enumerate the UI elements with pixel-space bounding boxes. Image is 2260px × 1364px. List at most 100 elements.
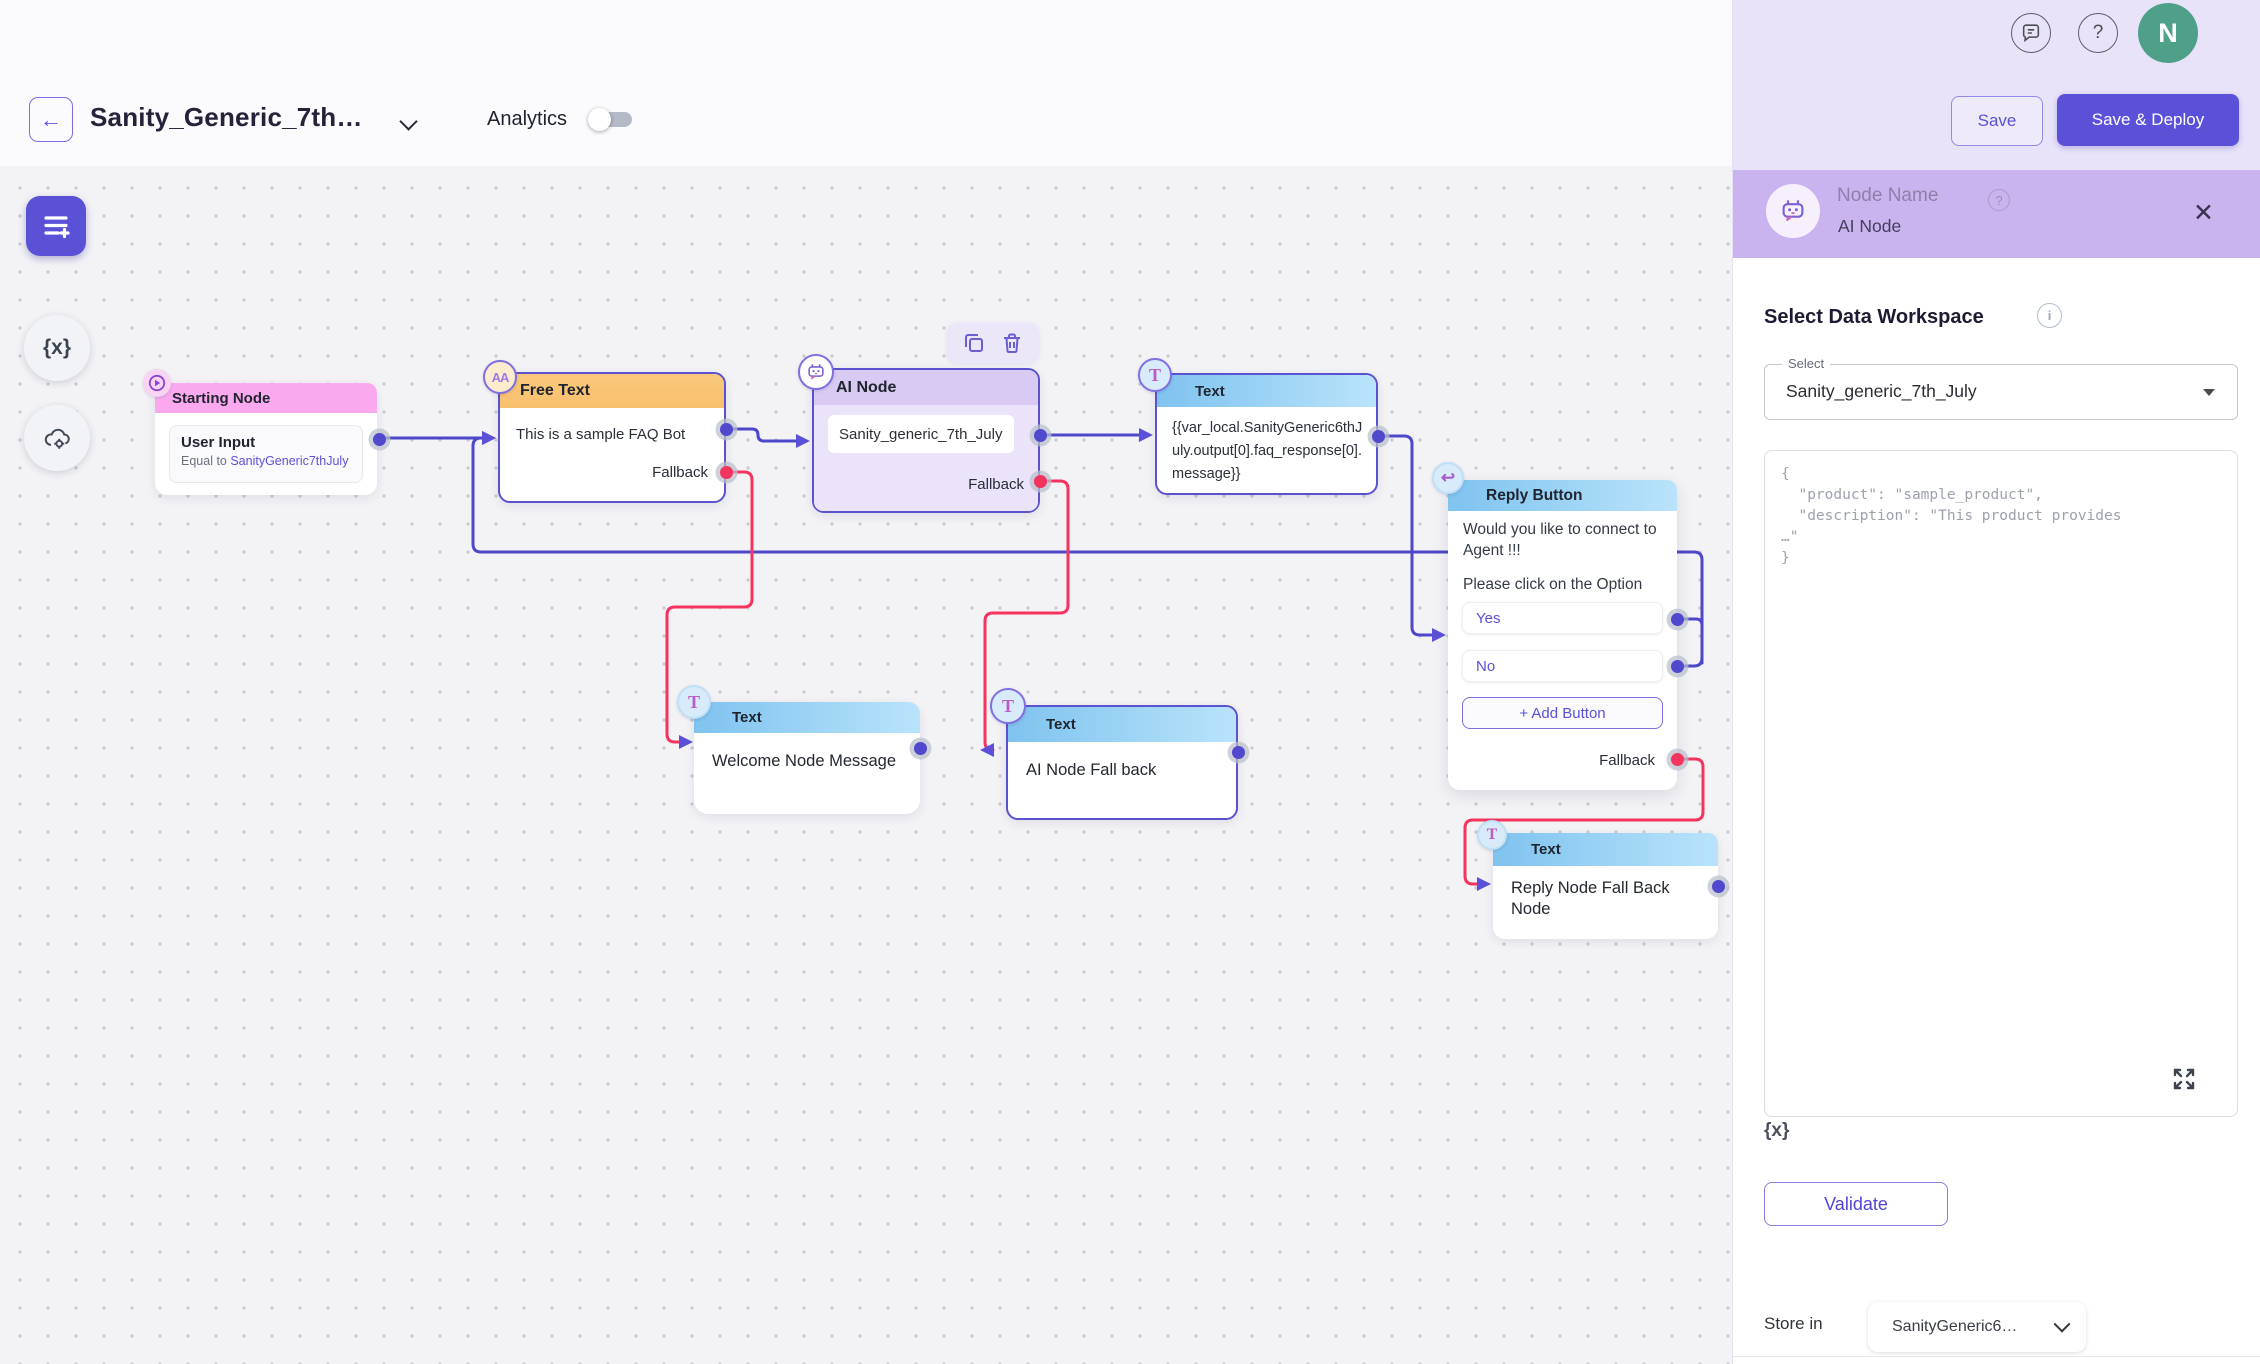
node-reply-button[interactable]: Reply Button Would you like to connect t…	[1448, 480, 1677, 790]
condition-prefix: Equal to	[181, 454, 231, 468]
condition-value: SanityGeneric7thJuly	[230, 454, 349, 468]
node-body-text: Welcome Node Message	[712, 752, 897, 770]
chevron-down-icon[interactable]	[399, 112, 418, 131]
cloud-settings-button[interactable]	[24, 405, 90, 471]
add-button[interactable]: + Add Button	[1462, 697, 1663, 729]
workspace-schema-editor[interactable]: { "product": "sample_product", "descript…	[1764, 450, 2238, 1117]
variables-icon: {x}	[1764, 1120, 1790, 1141]
help-icon[interactable]: ?	[1988, 189, 2010, 211]
node-starting[interactable]: Starting Node User Input Equal to Sanity…	[155, 383, 377, 495]
add-node-menu-button[interactable]	[26, 196, 86, 256]
node-ai-fallback-text[interactable]: Text AI Node Fall back	[1006, 705, 1238, 820]
duplicate-node-button[interactable]	[962, 331, 986, 355]
node-title: Text	[732, 709, 762, 726]
code-line: "description": "This product provides	[1781, 508, 2122, 525]
back-arrow-icon: ←	[40, 106, 62, 132]
node-body-text: Reply Node Fall Back Node	[1511, 879, 1670, 919]
node-body-text: This is a sample FAQ Bot	[516, 426, 686, 443]
question-mark-icon: ?	[2092, 22, 2104, 43]
port-ai-output[interactable]	[1034, 429, 1047, 442]
port-ai-fallback[interactable]	[1034, 475, 1047, 488]
delete-node-button[interactable]	[1000, 331, 1024, 355]
text-node-icon: T	[677, 685, 711, 719]
help-button[interactable]: ?	[2078, 13, 2118, 53]
port-text-output[interactable]	[1372, 430, 1385, 443]
edge-freetext-to-ai	[724, 427, 810, 448]
node-header: Text	[1157, 375, 1376, 407]
validate-button[interactable]: Validate	[1764, 1182, 1948, 1226]
save-button[interactable]: Save	[1951, 96, 2043, 146]
back-button[interactable]: ←	[29, 97, 73, 142]
save-deploy-button[interactable]: Save & Deploy	[2057, 94, 2239, 146]
ai-workspace-pill[interactable]: Sanity_generic_7th_July	[828, 415, 1014, 453]
analytics-toggle[interactable]	[588, 108, 632, 131]
top-bar: ← Sanity_Generic_7th… Analytics	[0, 0, 1732, 166]
port-welcome-output[interactable]	[914, 742, 927, 755]
port-reply-no[interactable]	[1671, 660, 1684, 673]
node-title: Text	[1531, 841, 1561, 858]
reply-option-yes[interactable]: Yes	[1462, 602, 1663, 634]
node-ai[interactable]: AI Node Sanity_generic_7th_July Fallback	[812, 368, 1040, 513]
edge-ai-fallback	[980, 479, 1070, 757]
close-icon: ✕	[2193, 199, 2214, 227]
free-text-icon: AA	[483, 360, 517, 394]
card-condition: Equal to SanityGeneric7thJuly	[181, 454, 351, 468]
node-welcome-text[interactable]: Text Welcome Node Message	[694, 702, 920, 814]
store-in-label: Store in	[1764, 1314, 1823, 1333]
add-node-icon	[44, 216, 70, 239]
port-reply-yes[interactable]	[1671, 613, 1684, 626]
store-in-dropdown[interactable]: SanityGeneric6…	[1868, 1302, 2086, 1352]
text-node-icon: T	[1477, 820, 1507, 850]
edge-text-to-reply	[1376, 434, 1446, 642]
feedback-chat-button[interactable]	[2011, 13, 2051, 53]
node-header: Starting Node	[155, 383, 377, 413]
robot-icon	[798, 354, 834, 390]
node-header: AI Node	[814, 370, 1038, 405]
workspace-select[interactable]: Select Sanity_generic_7th_July	[1764, 356, 2238, 420]
starting-condition-card[interactable]: User Input Equal to SanityGeneric7thJuly	[169, 425, 363, 483]
flow-canvas[interactable]: {x} Starting Node User Input	[0, 166, 1732, 1364]
node-action-toolbar	[947, 323, 1039, 363]
node-text-variable[interactable]: Text {{var_local.SanityGeneric6thJuly.ou…	[1155, 373, 1378, 495]
node-title: Text	[1046, 716, 1076, 733]
node-body-text: AI Node Fall back	[1026, 761, 1157, 779]
port-ai-fallback-text-output[interactable]	[1232, 746, 1245, 759]
port-freetext-output[interactable]	[720, 423, 733, 436]
option-label: Yes	[1476, 609, 1501, 627]
reply-option-no[interactable]: No	[1462, 650, 1663, 682]
close-panel-button[interactable]: ✕	[2193, 198, 2214, 228]
node-reply-fallback-text[interactable]: Text Reply Node Fall Back Node	[1493, 833, 1718, 939]
section-title: Select Data Workspace	[1764, 306, 1984, 328]
chat-bubble-icon	[2022, 24, 2040, 43]
text-node-icon: T	[990, 688, 1026, 724]
cloud-gear-icon	[44, 428, 70, 449]
reply-instruction: Please click on the Option	[1463, 576, 1643, 593]
node-header: Reply Button	[1448, 480, 1677, 511]
node-body-text: {{var_local.SanityGeneric6thJuly.output[…	[1172, 420, 1363, 483]
port-reply-fallback-text-output[interactable]	[1712, 880, 1725, 893]
insert-variable-button[interactable]: {x}	[1764, 1120, 1789, 1142]
node-settings-panel: ? N Save Save & Deploy Node Name ? AI No…	[1732, 0, 2260, 1364]
info-icon[interactable]: i	[2037, 303, 2062, 328]
save-deploy-label: Save & Deploy	[2091, 110, 2205, 129]
t-glyph: T	[1486, 826, 1498, 843]
t-glyph: T	[1001, 695, 1014, 716]
aa-glyph: AA	[491, 369, 510, 385]
node-title: Free Text	[520, 382, 590, 399]
text-node-icon: T	[1138, 358, 1172, 392]
port-freetext-fallback[interactable]	[720, 466, 733, 479]
port-starting-output[interactable]	[373, 433, 386, 446]
port-reply-fallback[interactable]	[1671, 753, 1684, 766]
node-free-text[interactable]: Free Text This is a sample FAQ Bot Fallb…	[498, 372, 726, 503]
save-label: Save	[1977, 111, 2017, 130]
play-icon	[143, 369, 171, 397]
variables-tool-button[interactable]: {x}	[24, 315, 90, 381]
expand-editor-button[interactable]	[2169, 1064, 2199, 1094]
avatar[interactable]: N	[2138, 3, 2198, 63]
flow-title[interactable]: Sanity_Generic_7th…	[90, 102, 363, 132]
variables-icon: {x}	[42, 336, 72, 359]
card-title: User Input	[181, 434, 256, 451]
t-glyph: T	[687, 691, 700, 712]
node-title: Starting Node	[172, 389, 271, 407]
